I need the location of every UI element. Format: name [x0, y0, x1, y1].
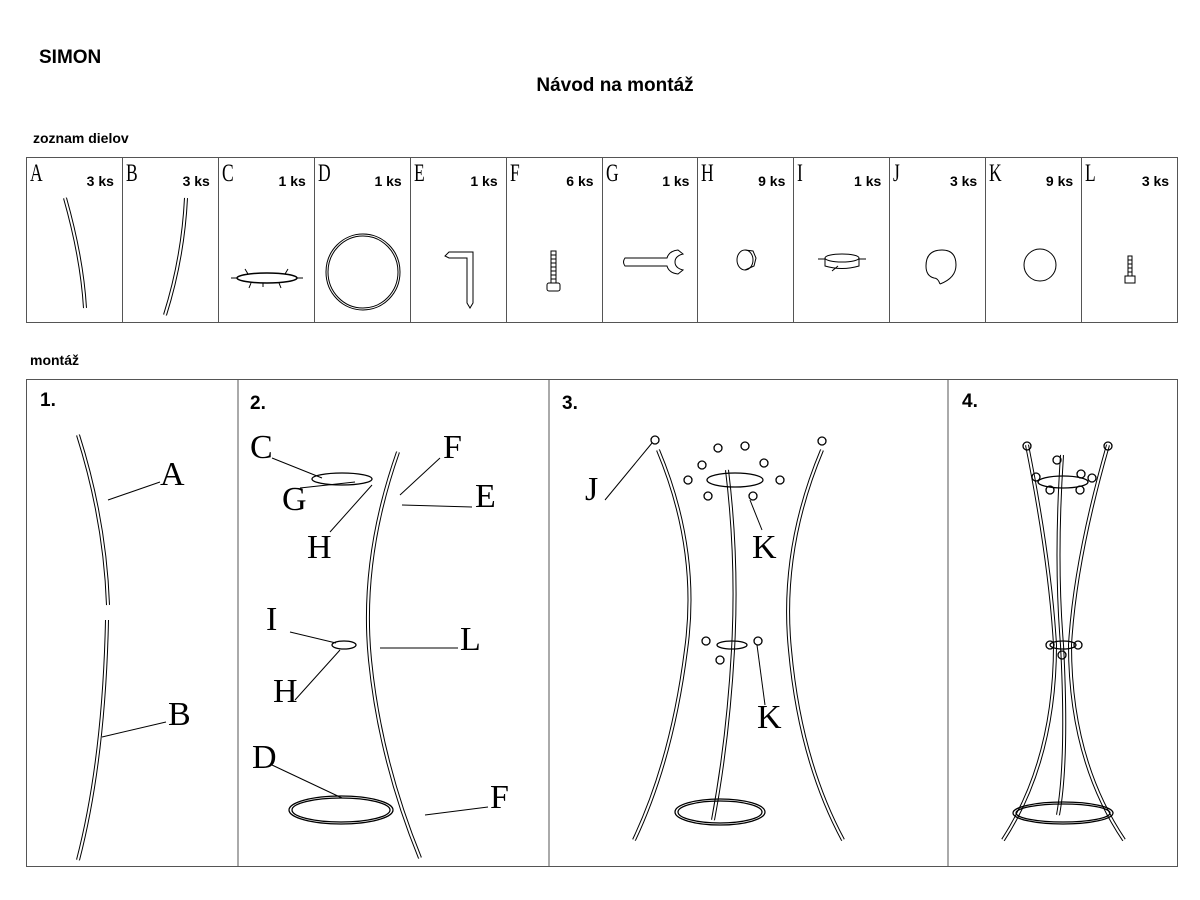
assembly-heading: montáž	[30, 352, 79, 368]
part-qty: 1 ks	[278, 173, 306, 189]
part-letter: E	[413, 160, 425, 187]
part-qty: 3 ks	[1141, 173, 1170, 189]
part-cell-g: G 1 ks	[603, 158, 699, 322]
part-letter: B	[125, 160, 138, 187]
small-screw-icon	[1124, 255, 1136, 284]
part-qty: 1 ks	[854, 173, 882, 189]
step-2-callouts: C F G E H I L H D F	[250, 429, 509, 816]
callout-letter: L	[460, 621, 481, 658]
part-letter: J	[893, 160, 901, 187]
step-1-callouts: A B	[160, 456, 191, 733]
part-qty: 3 ks	[86, 173, 114, 189]
ball-cap-icon	[925, 249, 957, 285]
wrench-icon	[622, 249, 684, 275]
part-qty: 1 ks	[374, 173, 402, 189]
part-cell-l: L 3 ks	[1082, 158, 1177, 322]
rings-and-knobs	[288, 435, 1114, 826]
part-letter: H	[701, 160, 715, 187]
curved-pole-a-icon	[63, 197, 87, 309]
callout-lines	[101, 442, 766, 816]
part-cell-a: A 3 ks	[27, 158, 123, 322]
part-letter: D	[317, 160, 331, 187]
parts-heading: zoznam dielov	[33, 130, 129, 146]
part-letter: F	[509, 160, 520, 187]
assembly-panel	[26, 379, 1178, 867]
ball-knob-icon	[1023, 248, 1057, 282]
step-3-label: 3.	[562, 393, 578, 414]
curved-pole-b-icon	[163, 197, 188, 316]
callout-letter: F	[490, 779, 509, 816]
part-qty: 3 ks	[949, 173, 978, 189]
part-letter: C	[221, 160, 234, 187]
part-letter: A	[30, 160, 43, 187]
part-qty: 1 ks	[662, 173, 690, 189]
brand-name: SIMON	[39, 47, 102, 68]
parts-table: A 3 ks B 3 ks C 1 ks D 1 ks E 1 ks F 6 ks G 1 k…	[26, 157, 1178, 323]
callout-letter: F	[443, 429, 462, 466]
top-ring-icon	[230, 268, 303, 289]
middle-ring-icon	[818, 253, 867, 272]
callout-letter: G	[282, 481, 307, 518]
callout-letter: D	[252, 739, 277, 776]
part-cell-j: J 3 ks	[890, 158, 987, 322]
callout-letter: I	[266, 601, 277, 638]
callout-letter: A	[160, 456, 185, 493]
callout-letter: K	[752, 529, 777, 566]
poles-outline	[76, 434, 1126, 861]
part-qty: 9 ks	[758, 173, 786, 189]
part-qty: 3 ks	[182, 173, 210, 189]
callout-letter: C	[250, 429, 273, 466]
step-2-label: 2.	[250, 393, 266, 414]
base-ring-icon	[325, 233, 401, 311]
nut-icon	[736, 249, 757, 271]
part-letter: I	[797, 160, 804, 187]
part-qty: 6 ks	[566, 173, 594, 189]
part-cell-h: H 9 ks	[698, 158, 795, 322]
callout-letter: K	[757, 699, 782, 736]
callout-letter: E	[475, 478, 496, 515]
part-cell-k: K 9 ks	[986, 158, 1083, 322]
part-cell-e: E 1 ks	[411, 158, 507, 322]
screw-icon	[546, 250, 561, 292]
callout-letter: J	[585, 471, 598, 508]
callout-letter: H	[307, 529, 332, 566]
part-letter: L	[1085, 160, 1096, 187]
page-title: Návod na montáž	[536, 75, 694, 96]
part-letter: K	[989, 160, 1002, 187]
step-3-callouts: J K K	[585, 471, 782, 736]
poles-inner	[77, 434, 1125, 861]
part-qty: 9 ks	[1045, 173, 1074, 189]
step-1-label: 1.	[40, 390, 56, 411]
allen-key-icon	[443, 251, 474, 309]
part-cell-d: D 1 ks	[315, 158, 411, 322]
part-cell-b: B 3 ks	[123, 158, 219, 322]
part-cell-i: I 1 ks	[794, 158, 891, 322]
callout-letter: B	[168, 696, 191, 733]
part-qty: 1 ks	[470, 173, 498, 189]
part-letter: G	[605, 160, 619, 187]
part-cell-c: C 1 ks	[219, 158, 315, 322]
step-4-label: 4.	[962, 391, 978, 412]
callout-letter: H	[273, 673, 298, 710]
part-cell-f: F 6 ks	[507, 158, 603, 322]
